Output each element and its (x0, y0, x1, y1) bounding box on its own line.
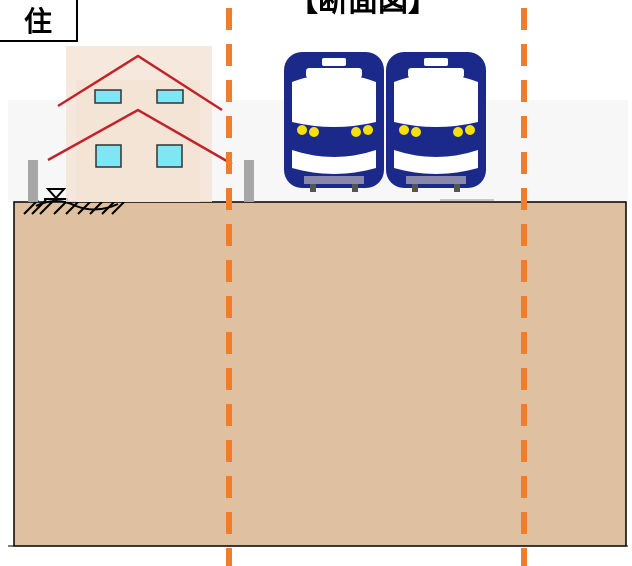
train-icon (284, 52, 384, 192)
section-label-box: 住 (0, 0, 78, 42)
train-icon (386, 52, 486, 192)
diagram-title: 【断面図】 (288, 0, 438, 19)
ground-block (13, 201, 627, 547)
section-label: 住 (23, 5, 52, 38)
left-post (28, 160, 38, 202)
ground-level-icon (23, 188, 125, 215)
right-post (244, 160, 254, 202)
house-icon (47, 46, 233, 202)
